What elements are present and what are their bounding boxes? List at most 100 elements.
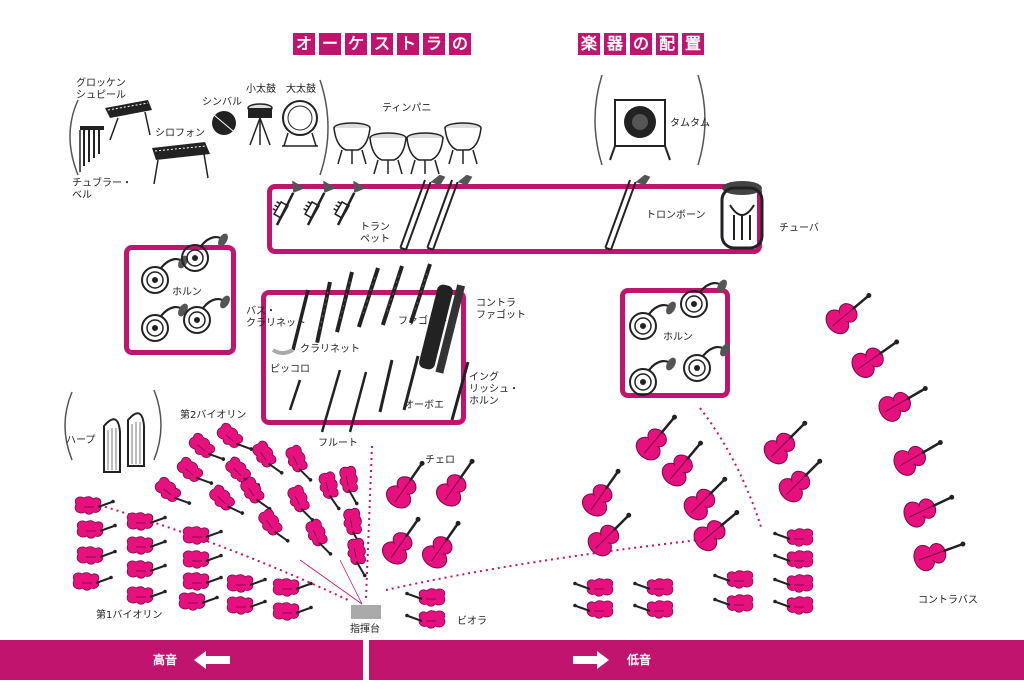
violin-icon: [226, 595, 268, 616]
viola-icon: [633, 579, 673, 597]
timpani-icon: [406, 132, 444, 175]
title-char: ラ: [423, 33, 445, 55]
cello-icon: [576, 460, 632, 522]
contrabass-icon: [820, 282, 881, 340]
violin-icon: [248, 437, 288, 483]
bass-clarinet-label: バス・ クラリネット: [246, 306, 306, 329]
percussion-bracket-left: [69, 99, 79, 176]
title-char: 器: [604, 33, 626, 55]
violin-icon: [272, 577, 314, 598]
trombone-icon: [604, 169, 652, 255]
piccolo-icon: [288, 379, 302, 411]
tam-tam-icon: [609, 99, 671, 161]
tuba-icon: [720, 181, 764, 250]
violin-icon: [226, 573, 268, 594]
horn-right-box: [620, 288, 730, 398]
title-char: 置: [682, 33, 704, 55]
percussion-bracket-right: [319, 79, 329, 176]
horn-icon: [679, 276, 731, 319]
horn-icon: [682, 340, 734, 383]
tamtam-bracket-right: [697, 74, 706, 166]
contrabass-icon: [873, 374, 936, 427]
viola-icon: [773, 529, 813, 547]
cello-section: [376, 405, 749, 574]
horn-left-label: ホルン: [172, 287, 202, 298]
clarinet-icon: [315, 280, 332, 345]
harp-label: ハープ: [66, 435, 96, 446]
tuba-label: チューバ: [779, 223, 819, 234]
contrabass-icon: [758, 411, 817, 470]
contrabassoon-icon: [419, 284, 466, 374]
violin-icon: [126, 585, 168, 606]
viola-icon: [713, 571, 753, 589]
violin-icon: [301, 516, 337, 562]
contrabass-icon: [846, 328, 908, 384]
trumpet-icon: [326, 177, 368, 230]
harp-bracket: [64, 391, 73, 461]
violin-icon: [126, 535, 168, 556]
tamtam-bracket-left: [594, 74, 603, 166]
timpani-icon: [369, 132, 407, 175]
english-horn-icon: [450, 361, 470, 421]
divider-center: [365, 445, 373, 599]
violin-icon: [126, 559, 168, 580]
first-violin-label: 第1バイオリン: [96, 610, 163, 621]
cello-icon: [678, 467, 737, 526]
viola-label: ビオラ: [457, 616, 487, 627]
violin-icon: [76, 519, 118, 540]
bassoon-icon: [356, 266, 380, 329]
cello-label: チェロ: [425, 455, 455, 466]
first-violin-section: [72, 495, 314, 622]
violin-icon: [336, 464, 363, 509]
conductor-podium: [351, 605, 381, 619]
snare-drum-label: 小太鼓: [246, 84, 276, 95]
flute-label: フルート: [318, 438, 358, 449]
title-left: オ ー ケ ス ト ラ の: [293, 33, 471, 55]
violin-icon: [272, 601, 314, 622]
violin-icon: [74, 495, 116, 516]
harp-icon: [103, 412, 145, 473]
glockenspiel-icon: [105, 100, 152, 141]
glockenspiel-label: グロッケン シュピール: [76, 78, 126, 101]
trumpet-icon: [265, 177, 307, 230]
title-char: ケ: [345, 33, 367, 55]
horn-right-label: ホルン: [663, 332, 693, 343]
title-char: 楽: [578, 33, 600, 55]
tam-tam-label: タムタム: [670, 118, 710, 129]
snare-drum-icon: [247, 103, 273, 146]
woodwind-box: [261, 290, 466, 425]
horn-icon: [180, 230, 232, 273]
viola-icon: [773, 551, 813, 569]
title-char: の: [630, 33, 652, 55]
viola-icon: [405, 611, 445, 629]
divider-violins: [81, 499, 349, 601]
violin-icon: [283, 482, 319, 528]
footer-high-label: 高音: [153, 653, 178, 667]
arrow-right-icon: [573, 651, 609, 669]
viola-icon: [573, 601, 613, 619]
viola-icon: [573, 579, 613, 597]
bass-drum-label: 大太鼓: [286, 84, 316, 95]
violin-icon: [182, 571, 224, 592]
title-char: の: [449, 33, 471, 55]
violin-icon: [182, 525, 224, 546]
contrabass-label: コントラバス: [918, 595, 978, 606]
violin-icon: [151, 474, 195, 516]
violin-icon: [315, 469, 345, 515]
trumpet-label: トラン ペット: [360, 222, 390, 245]
divider-viola: [385, 537, 717, 591]
violin-icon: [182, 549, 224, 570]
cello-icon: [416, 512, 472, 574]
brass-box: [267, 184, 762, 254]
oboe-icon: [378, 359, 394, 413]
arrow-left-icon: [194, 651, 230, 669]
harp-bracket: [153, 389, 162, 461]
conductor-line: [339, 559, 363, 605]
violin-icon: [76, 545, 118, 566]
piccolo-label: ピッコロ: [270, 364, 310, 375]
horn-icon: [628, 354, 680, 397]
violin-icon: [126, 511, 168, 532]
contrabass-icon: [888, 428, 951, 481]
oboe-icon: [402, 355, 420, 411]
horn-icon: [182, 292, 234, 335]
